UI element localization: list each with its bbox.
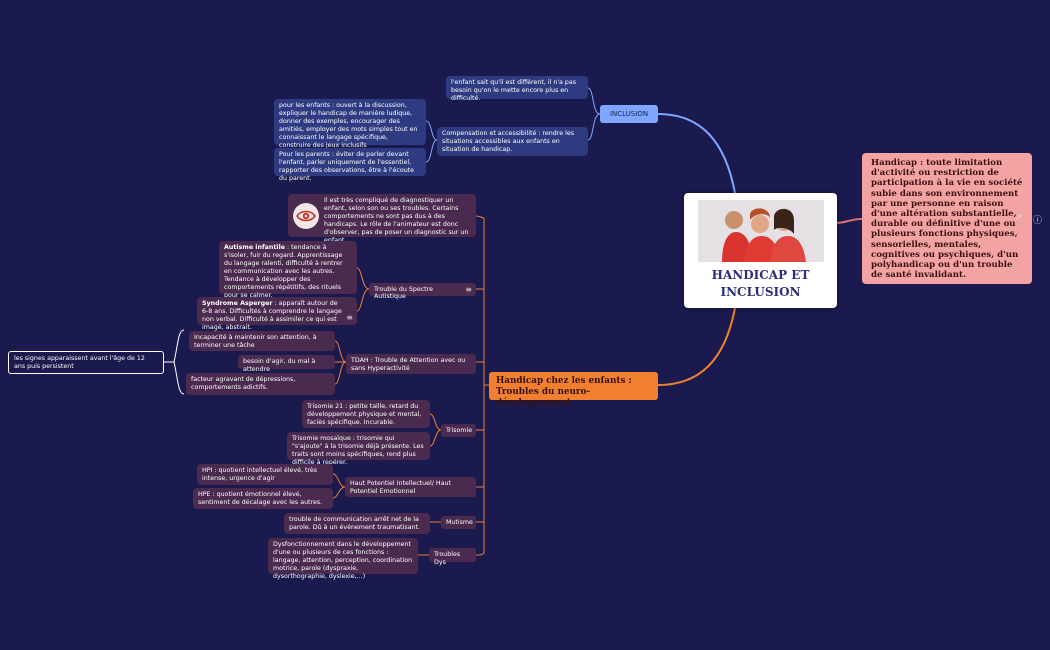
inclusion-sub-children[interactable]: pour les enfants : ouvert à la discussio… [274,99,426,149]
dys-child[interactable]: Dysfonctionnement dans le développement … [268,538,418,580]
tdah-label: TDAH : Trouble de Attention avec ou sans… [351,357,466,372]
trisomie-21-text: Trisomie 21 : petite taille, retard du d… [307,403,422,426]
inclusion-label: INCLUSION [609,110,649,118]
tsa-label: Trouble du Spectre Autistique [374,286,433,300]
tdah-summary[interactable]: les signes apparaissent avant l'âge de 1… [8,351,164,374]
autisme-text: : tendance à s'isoler, fuir du regard. A… [224,244,343,299]
tdah-child-2-text: besoin d'agir, du mal à attendre [243,358,316,373]
note-icon: ≡ [346,313,353,322]
trisomie-mosaique[interactable]: Trisomie mosaïque : trisomie qui "s'ajou… [287,432,430,466]
help-icon[interactable]: ⓘ [1033,216,1043,226]
hpe-child-text: HPE : quotient émotionnel élevé, sentime… [198,491,323,506]
trisomie-21[interactable]: Trisomie 21 : petite taille, retard du d… [302,400,430,428]
inclusion-child-1-text: l'enfant sait qu'il est différent, il n'… [451,79,577,102]
dys-child-text: Dysfonctionnement dans le développement … [273,541,413,580]
asperger-node[interactable]: Syndrome Asperger : apparaît autour de 6… [197,297,357,331]
tdah-child-3[interactable]: facteur agravant de dépressions, comport… [186,373,335,395]
inclusion-sub-children-text: pour les enfants : ouvert à la discussio… [279,102,418,149]
external-link-icon[interactable]: ↗ [1015,213,1023,223]
eye-icon [293,203,319,229]
central-photo [698,200,824,262]
asperger-text: : apparaît autour de 6-8 ans. Difficulté… [202,300,342,331]
autisme-node[interactable]: Autisme infantile : tendance à s'isoler,… [219,241,357,299]
tdah-child-1-text: Incapacité à maintenir son attention, à … [194,334,317,349]
diagnosis-note-text: Il est très compliqué de diagnostiquer u… [324,197,469,244]
tdah-summary-text: les signes apparaissent avant l'âge de 1… [14,355,145,370]
mutisme-child[interactable]: trouble de communication arrêt net de la… [284,513,430,534]
inclusion-child-2[interactable]: Compensation et accessibilité : rendre l… [437,127,588,156]
mutisme-node[interactable]: Mutisme [441,516,476,529]
hpe-child[interactable]: HPE : quotient émotionnel élevé, sentime… [193,488,333,509]
hpi-label: Haut Potentiel Intellectuel/ Haut Potent… [350,480,451,495]
trisomie-node[interactable]: Trisomie [441,424,476,437]
hpi-node[interactable]: Haut Potentiel Intellectuel/ Haut Potent… [345,477,476,497]
tdah-child-3-text: facteur agravant de dépressions, comport… [191,376,296,391]
tdah-child-2[interactable]: besoin d'agir, du mal à attendre [238,355,335,373]
tsa-node[interactable]: Trouble du Spectre Autistique ≡ [369,283,476,300]
central-title: HANDICAP ET INCLUSION [711,268,810,299]
inclusion-child-2-text: Compensation et accessibilité : rendre l… [442,130,575,153]
dys-node[interactable]: Troubles Dys [429,548,476,566]
inclusion-child-1[interactable]: l'enfant sait qu'il est différent, il n'… [446,76,588,102]
hpi-child-text: HPI : quotient intellectuel élevé, très … [202,467,318,482]
definition-text: Handicap : toute limitation d'activité o… [871,158,1023,281]
central-topic[interactable]: HANDICAP ET INCLUSION [684,193,837,308]
tdah-node[interactable]: TDAH : Trouble de Attention avec ou sans… [346,354,476,374]
handicap-label-1: Handicap chez les enfants : [496,376,632,386]
asperger-title: Syndrome Asperger [202,300,273,307]
tdah-child-1[interactable]: Incapacité à maintenir son attention, à … [189,331,335,351]
definition-node[interactable]: Handicap : toute limitation d'activité o… [862,153,1032,284]
trisomie-mosaique-text: Trisomie mosaïque : trisomie qui "s'ajou… [292,435,424,466]
autisme-title: Autisme infantile [224,244,286,251]
handicap-label-2: Troubles du neuro-développement [496,387,591,408]
trisomie-label: Trisomie [446,427,473,434]
dys-label: Troubles Dys [434,551,461,566]
inclusion-node[interactable]: INCLUSION [600,105,658,123]
diagnosis-note[interactable]: Il est très compliqué de diagnostiquer u… [288,194,476,244]
inclusion-sub-parents[interactable]: Pour les parents : éviter de parler deva… [274,148,426,182]
hpi-child[interactable]: HPI : quotient intellectuel élevé, très … [197,464,333,485]
mutisme-label: Mutisme [446,519,473,526]
mutisme-child-text: trouble de communication arrêt net de la… [289,516,420,531]
inclusion-sub-parents-text: Pour les parents : éviter de parler deva… [279,151,415,182]
note-icon: ≡ [465,285,472,294]
handicap-children-node[interactable]: Handicap chez les enfants : Troubles du … [489,372,658,408]
